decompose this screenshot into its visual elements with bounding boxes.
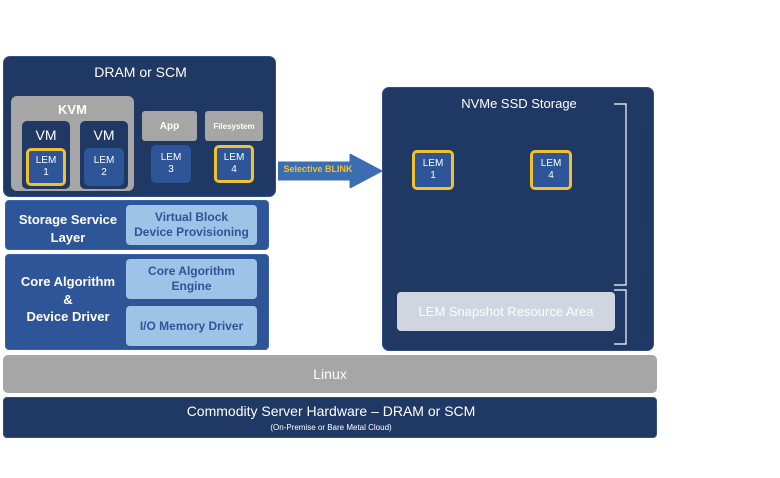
hardware-bar: Commodity Server Hardware – DRAM or SCM … (3, 397, 657, 438)
app-box: App (142, 111, 197, 141)
selective-blink-arrow (278, 154, 384, 188)
virtual-block-box: Virtual Block Device Provisioning (126, 205, 257, 245)
kvm-label: KVM (58, 102, 87, 117)
lem-3-dram-num: 3 (168, 164, 174, 175)
lem-1-nvme-label: LEM (422, 157, 444, 169)
vm-2-label: VM (93, 127, 115, 143)
lem-4-dram-num: 4 (231, 164, 237, 175)
vm-1-label: VM (35, 127, 57, 143)
virtual-block-line2: Device Provisioning (134, 225, 249, 239)
lem-1-nvme-num: 1 (430, 170, 436, 181)
core-engine-box: Core Algorithm Engine (126, 259, 257, 299)
virtual-block-line1: Virtual Block (154, 210, 229, 224)
core-engine-line1: Core Algorithm (148, 264, 235, 278)
full-selective-blink-label: Full / Selective BLINK (639, 131, 649, 219)
lem-1-dram-label: LEM (35, 154, 57, 166)
lem-2-dram: LEM 2 (84, 148, 124, 186)
core-label-line1: Core Algorithm (20, 274, 116, 289)
io-memory-driver-box: I/O Memory Driver (126, 306, 257, 346)
hardware-title: Commodity Server Hardware – DRAM or SCM (186, 403, 476, 419)
snapshot-area-box: LEM Snapshot Resource Area (397, 292, 615, 331)
core-label-line3: Device Driver (26, 309, 110, 325)
lem-4-nvme-label: LEM (540, 157, 562, 169)
filesystem-box: Filesystem (205, 111, 263, 141)
lem-2-dram-num: 2 (101, 167, 107, 178)
lem-4-nvme-num: 4 (548, 170, 554, 181)
lem-3-dram-label: LEM (160, 151, 182, 163)
lem-1-nvme: LEM 1 (412, 150, 454, 190)
core-engine-line2: Engine (171, 279, 212, 293)
lem-4-dram: LEM 4 (214, 145, 254, 183)
lem-3-dram: LEM 3 (151, 145, 191, 183)
hardware-subtitle: (On-Premise or Bare Metal Cloud) (270, 423, 392, 432)
storage-service-label-line2: Layer (50, 230, 86, 246)
storage-service-label: Storage Service Layer (8, 211, 128, 247)
snapshot-area-label: LEM Snapshot Resource Area (418, 304, 594, 319)
lem-2-dram-label: LEM (93, 154, 115, 166)
nvme-title: NVMe SSD Storage (461, 96, 577, 111)
dram-title: DRAM or SCM (94, 64, 187, 80)
lem-1-dram: LEM 1 (26, 148, 66, 186)
filesystem-label: Filesystem (213, 121, 255, 131)
linux-label: Linux (313, 366, 347, 382)
linux-bar: Linux (3, 355, 657, 393)
selective-blink-label: Selective BLINK (283, 164, 353, 174)
lem-4-nvme: LEM 4 (530, 150, 572, 190)
io-memory-driver-label: I/O Memory Driver (139, 318, 244, 333)
storage-service-label-line1: Storage Service (18, 212, 118, 227)
snapshot-area-side-label: Snapshot Area (639, 277, 649, 337)
lem-1-dram-num: 1 (43, 167, 49, 178)
bracket-lines (614, 103, 627, 345)
core-label-line2: & (63, 291, 73, 307)
lem-4-dram-label: LEM (223, 151, 245, 163)
core-label: Core Algorithm & Device Driver (8, 273, 128, 326)
app-label: App (159, 120, 180, 132)
